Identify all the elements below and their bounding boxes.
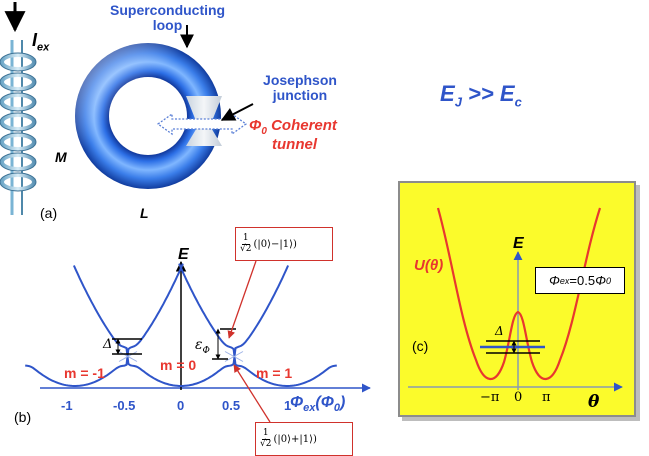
mutual-inductance-label: M bbox=[55, 149, 67, 165]
tunnel-word-label: tunnel bbox=[272, 136, 317, 153]
panel-b-axes bbox=[40, 260, 371, 393]
panel-b-energy-axis-label: E bbox=[178, 246, 189, 263]
energy-marker-right bbox=[212, 328, 236, 360]
crossing-guide bbox=[118, 351, 138, 362]
x-tick-label: 1 bbox=[284, 398, 292, 413]
x-tick-label: -1 bbox=[61, 398, 73, 413]
antisymmetric-state-box: 1√2(|0⟩−|1⟩) bbox=[235, 227, 333, 261]
energy-band-m-0 bbox=[72, 265, 290, 387]
panel-a-label: (a) bbox=[40, 205, 58, 221]
theta-tick-label: 0 bbox=[514, 390, 523, 405]
crossing-guide bbox=[224, 351, 244, 362]
x-tick-label: -0.5 bbox=[113, 398, 136, 413]
regime-label: EJ >> Ec bbox=[440, 81, 522, 110]
symmetric-state-box: 1√2(|0⟩+|1⟩) bbox=[255, 422, 353, 456]
x-tick-label: 0.5 bbox=[222, 398, 241, 413]
energy-band-m--1 bbox=[25, 263, 184, 387]
branch-label-m-minus1: m = -1 bbox=[64, 365, 105, 381]
gap-marker-left bbox=[112, 338, 142, 355]
potential-label: U(θ) bbox=[414, 257, 444, 274]
panel-c-label: (c) bbox=[412, 338, 429, 354]
theta-axis-label: θ bbox=[588, 392, 600, 412]
coil-graphic bbox=[0, 40, 37, 215]
panel-c-gap-label: Δ bbox=[495, 324, 504, 338]
panel-b-gap-label: Δ bbox=[103, 337, 113, 352]
x-tick-label: 0 bbox=[177, 398, 185, 413]
potential-curve bbox=[436, 207, 602, 381]
upper-state-pointer bbox=[227, 260, 257, 339]
theta-tick-label: π bbox=[542, 390, 551, 405]
panel-b-x-axis-label: Φex(Φ0) bbox=[290, 394, 346, 415]
junction-pointer-arrow bbox=[220, 103, 254, 121]
inductance-label: L bbox=[140, 205, 149, 221]
branch-label-m1: m = 1 bbox=[256, 365, 293, 381]
energy-band-m-1 bbox=[178, 263, 337, 387]
energy-bands bbox=[25, 263, 337, 387]
panel-c-energy-axis-label: E bbox=[513, 235, 524, 252]
superconducting-loop bbox=[75, 43, 221, 189]
panel-b-label: (b) bbox=[14, 409, 32, 425]
current-label: Iex bbox=[32, 30, 50, 54]
lower-state-pointer bbox=[233, 364, 271, 423]
theta-tick-label: −π bbox=[480, 390, 500, 405]
branch-label-m0: m = 0 bbox=[160, 357, 197, 373]
energy-splitting-label: εΦ bbox=[195, 337, 210, 356]
coherent-tunnel-label: Φ0 Coherent bbox=[249, 117, 337, 137]
